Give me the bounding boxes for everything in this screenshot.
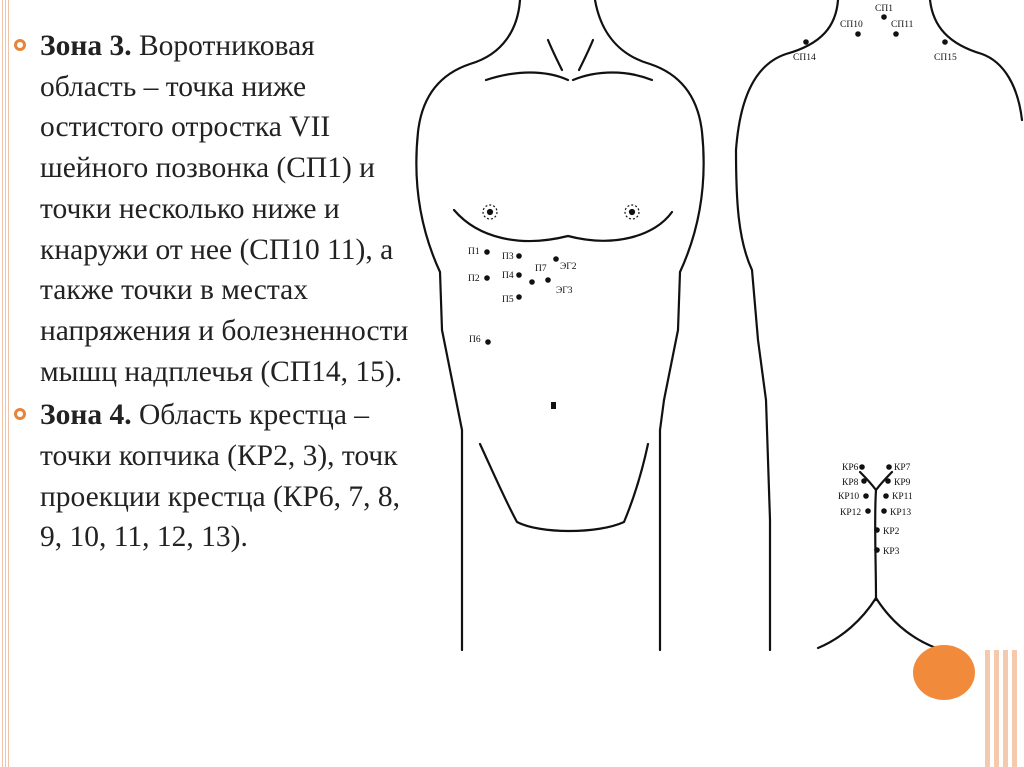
label-kr11: КР11 bbox=[892, 492, 913, 502]
back-neck-labels: СП1 СП10 СП11 СП14 СП15 bbox=[793, 4, 957, 63]
zone-3-text: Воротниковая область – точка ниже остист… bbox=[40, 30, 409, 388]
front-neck-left bbox=[546, 38, 564, 72]
label-kr9: КР9 bbox=[894, 478, 911, 488]
front-outline-left bbox=[415, 0, 522, 652]
back-sacral-branch-right bbox=[874, 470, 894, 492]
front-pelvis bbox=[478, 442, 650, 533]
left-decor-rule bbox=[0, 0, 10, 767]
back-sacral-points bbox=[859, 464, 892, 553]
back-neck-points bbox=[803, 14, 948, 45]
label-kr7: КР7 bbox=[894, 463, 911, 473]
label-p7: П7 bbox=[535, 264, 547, 274]
back-sacral-labels: КР6 КР7 КР8 КР9 КР10 КР11 КР12 КР13 КР2 … bbox=[838, 463, 913, 557]
zone-3-item: Зона 3. Воротниковая область – точка ниж… bbox=[14, 26, 414, 392]
decor-stripes bbox=[985, 650, 1024, 767]
label-p6: П6 bbox=[469, 335, 481, 345]
label-sp14: СП14 bbox=[793, 53, 816, 63]
label-p5: П5 bbox=[502, 295, 514, 305]
back-glute-left bbox=[816, 596, 878, 650]
front-point-labels: П1 П2 П3 П4 П5 П6 П7 ЭГ2 ЭГ3 bbox=[468, 247, 577, 345]
label-p4: П4 bbox=[502, 271, 514, 281]
label-sp11: СП11 bbox=[891, 20, 914, 30]
front-neck-right bbox=[577, 38, 595, 72]
front-chest-curve bbox=[452, 208, 674, 243]
label-eg2: ЭГ2 bbox=[560, 262, 577, 272]
zone-4-text: Область крестца – точки копчика (КР2, 3)… bbox=[40, 399, 400, 554]
label-kr10: КР10 bbox=[838, 492, 859, 502]
label-p3: П3 bbox=[502, 252, 514, 262]
label-kr8: КР8 bbox=[842, 478, 859, 488]
label-kr6: КР6 bbox=[842, 463, 859, 473]
back-outline-left bbox=[734, 0, 840, 652]
label-kr12: КР12 bbox=[840, 508, 861, 518]
label-sp15: СП15 bbox=[934, 53, 957, 63]
front-clavicle-right bbox=[571, 71, 654, 82]
label-eg3: ЭГ3 bbox=[556, 286, 573, 296]
front-points bbox=[484, 249, 559, 345]
back-sacral-branch-left bbox=[858, 470, 878, 492]
label-sp1: СП1 bbox=[875, 4, 893, 14]
decor-orange-circle bbox=[913, 645, 975, 700]
front-nipples bbox=[482, 204, 640, 220]
front-navel-mark bbox=[551, 402, 556, 409]
zone-4-title: Зона 4. bbox=[40, 399, 132, 432]
zone-4-item: Зона 4. Область крестца – точки копчика … bbox=[14, 395, 414, 558]
label-kr13: КР13 bbox=[890, 508, 911, 518]
body-diagram-svg: П1 П2 П3 П4 П5 П6 П7 ЭГ2 ЭГ3 bbox=[415, 0, 1024, 652]
bullet-icon bbox=[14, 408, 26, 421]
back-spine bbox=[874, 488, 878, 602]
back-glute-right bbox=[874, 596, 938, 650]
front-outline-right bbox=[593, 0, 705, 652]
text-panel: Зона 3. Воротниковая область – точка ниж… bbox=[14, 26, 414, 561]
front-clavicle-left bbox=[484, 71, 570, 82]
label-kr2: КР2 bbox=[883, 527, 900, 537]
body-diagram: П1 П2 П3 П4 П5 П6 П7 ЭГ2 ЭГ3 bbox=[400, 0, 1024, 767]
label-kr3: КР3 bbox=[883, 547, 900, 557]
label-p2: П2 bbox=[468, 274, 480, 284]
back-outline-right bbox=[928, 0, 1024, 122]
label-sp10: СП10 bbox=[840, 20, 863, 30]
bullet-icon bbox=[14, 39, 26, 51]
zone-3-title: Зона 3. bbox=[40, 30, 132, 62]
label-p1: П1 bbox=[468, 247, 480, 257]
